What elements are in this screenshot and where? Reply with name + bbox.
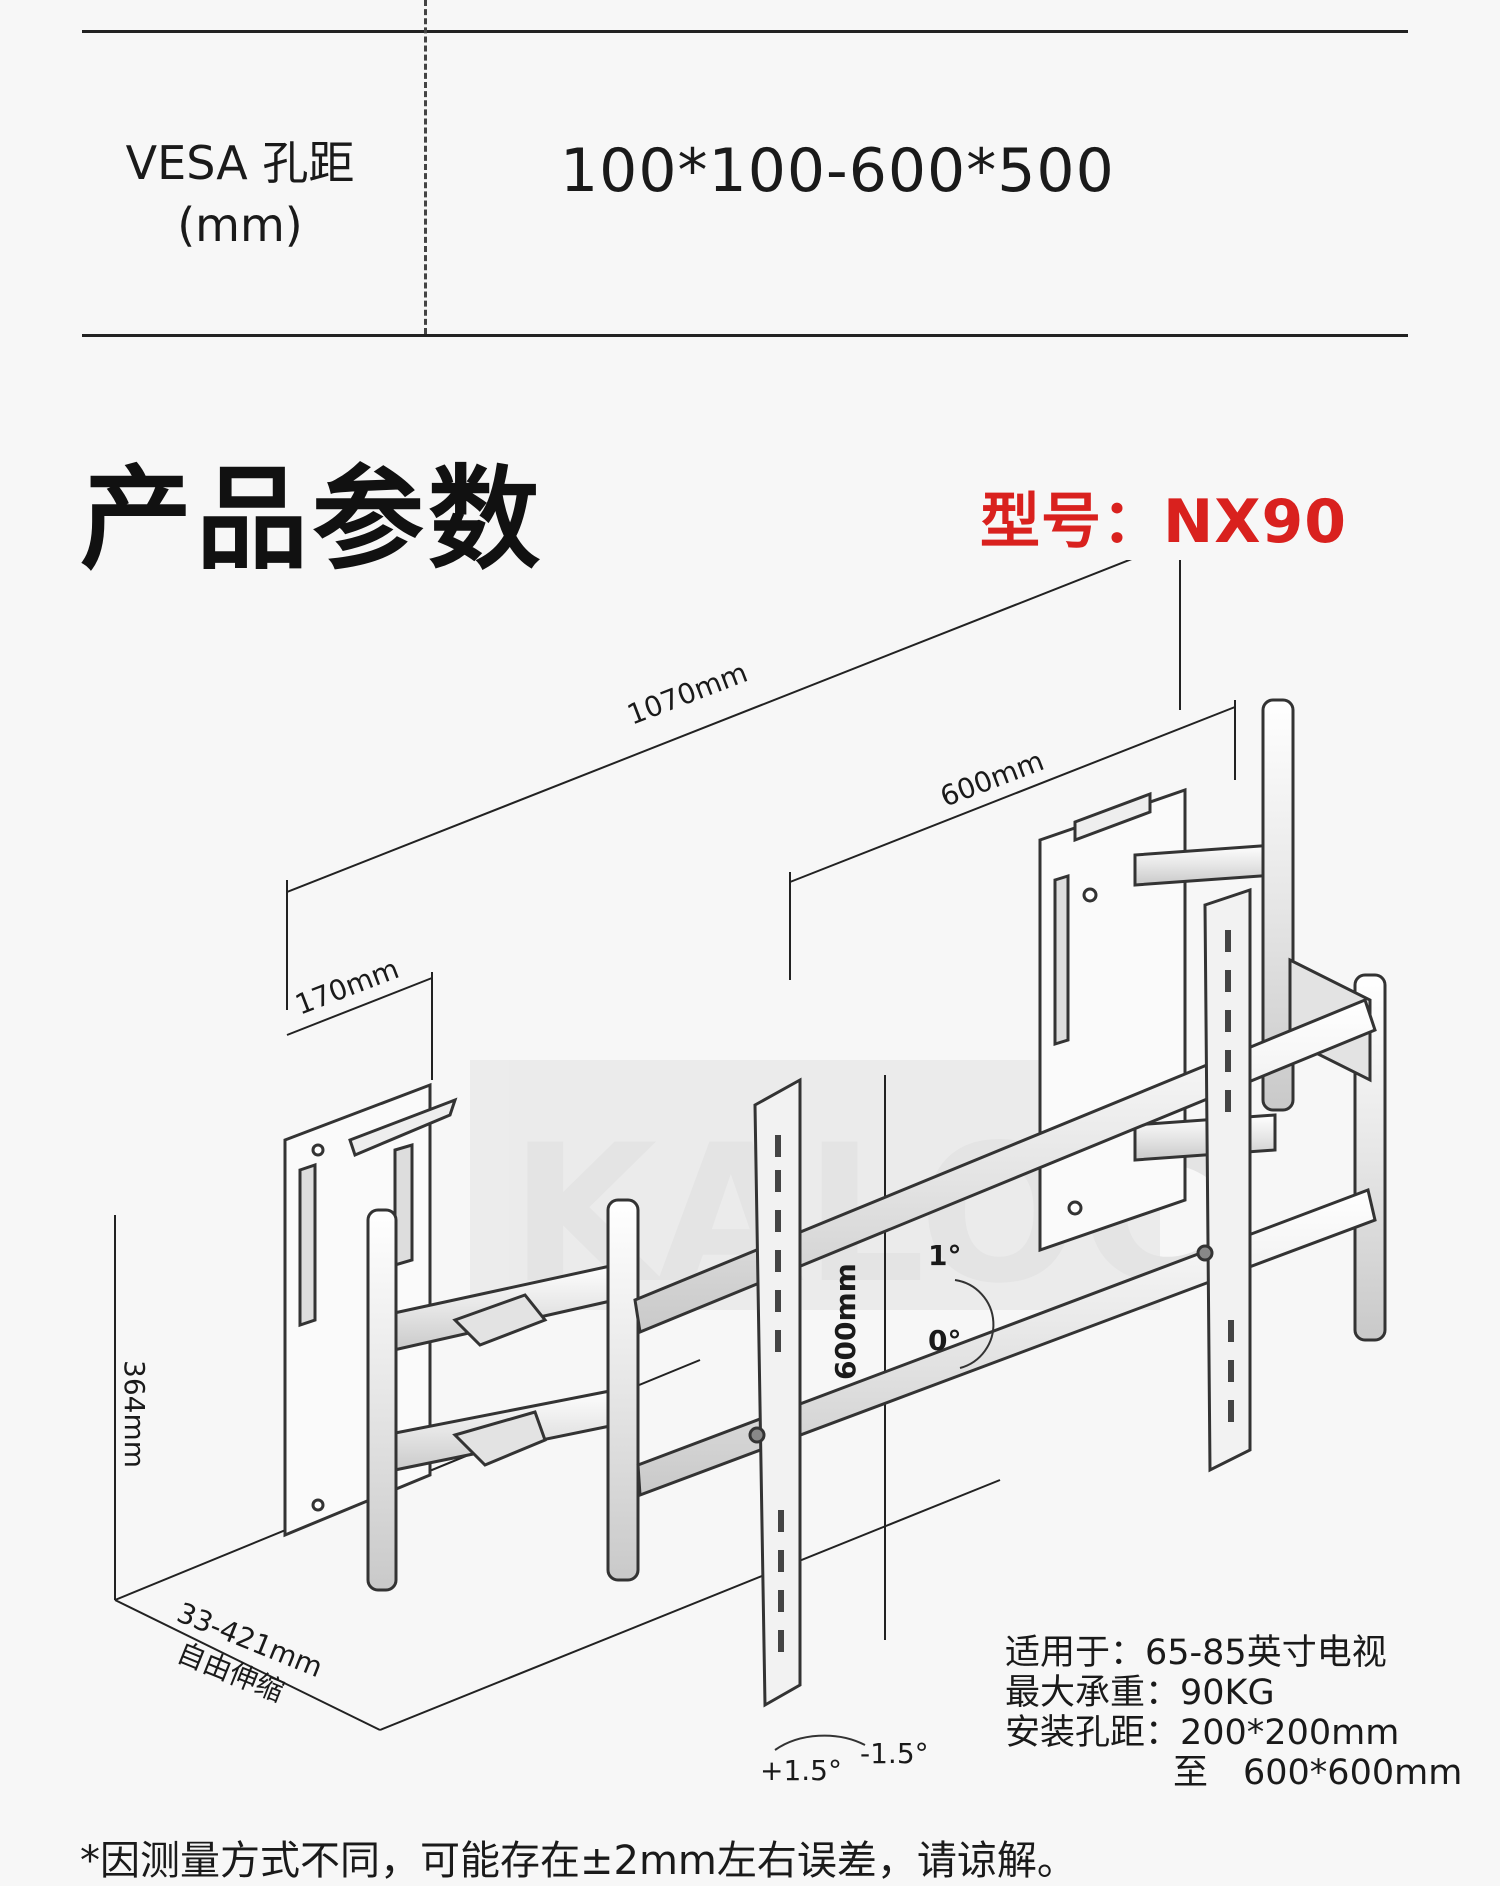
vesa-value: 100*100-600*500 [560, 136, 1115, 206]
arm-left [366, 1198, 640, 1592]
spec-hole-spacing: 安装孔距：200*200mm [1005, 1713, 1400, 1753]
tilt-arc [954, 1279, 995, 1369]
horizontal-rails [633, 998, 1377, 1498]
footnote: *因测量方式不同，可能存在±2mm左右误差，请谅解。 [80, 1838, 1077, 1884]
dim-plate-height: 364mm [118, 1360, 151, 1468]
spec-notes: 适用于：65-85英寸电视 最大承重：90KG 安装孔距：200*200mm 至… [1005, 1633, 1462, 1793]
vesa-label-unit: (mm) [177, 198, 303, 252]
model-label: 型号：NX90 [980, 487, 1347, 557]
swivel-left-angle: +1.5° [760, 1754, 842, 1787]
dim-overall-width: 1070mm [623, 656, 752, 732]
dim-vesa-vertical: 600mm [829, 1263, 862, 1380]
vesa-bracket-right [1196, 887, 1252, 1473]
vesa-bracket-left [748, 1077, 802, 1708]
tilt-top-angle: 1° [928, 1239, 961, 1272]
vesa-label-line1: VESA 孔距 [125, 136, 355, 190]
section-title: 产品参数 [80, 455, 544, 585]
swivel-right-angle: -1.5° [860, 1737, 929, 1770]
table-bottom-rule [82, 334, 1408, 337]
table-column-divider [424, 0, 427, 334]
vesa-label: VESA 孔距 (mm) [90, 132, 390, 256]
mount-diagram: KALOC [114, 560, 1387, 1787]
swivel-arc [774, 1734, 866, 1751]
tilt-bottom-angle: 0° [928, 1324, 961, 1357]
table-top-rule [82, 30, 1408, 33]
spec-max-load: 最大承重：90KG [1005, 1673, 1275, 1713]
spec-tv-size: 适用于：65-85英寸电视 [1005, 1633, 1387, 1673]
vesa-spec-row: VESA 孔距 (mm) 100*100-600*500 [0, 0, 1500, 350]
spec-hole-spacing-max: 至 600*600mm [1173, 1753, 1463, 1793]
